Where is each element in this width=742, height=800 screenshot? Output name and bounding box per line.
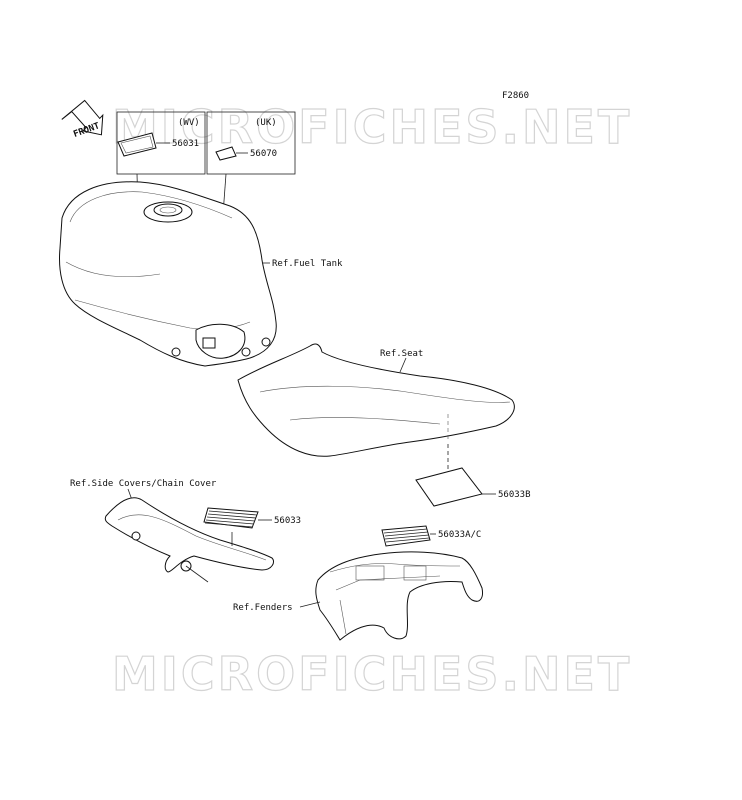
- inset-wv: (WV) 56031: [116, 111, 206, 175]
- rear-fender: [315, 551, 483, 641]
- front-arrow-icon: FRONT: [61, 99, 104, 140]
- part-56031: 56031: [172, 139, 199, 149]
- chain-cover: [104, 497, 275, 583]
- ref-seat: Ref.Seat: [380, 349, 423, 359]
- seat: [237, 343, 515, 457]
- watermark-bottom: MICROFICHES.NET: [112, 647, 632, 701]
- ref-fuel-tank: Ref.Fuel Tank: [272, 259, 343, 269]
- part-56033b: 56033B: [498, 490, 531, 500]
- inset-wv-region: (WV): [178, 118, 200, 128]
- part-56033: 56033: [274, 516, 301, 526]
- ref-fenders: Ref.Fenders: [233, 603, 293, 613]
- inset-uk-region: (UK): [255, 118, 277, 128]
- label-56033ac-icon: [381, 525, 431, 547]
- watermark-top: MICROFICHES.NET: [112, 100, 632, 154]
- part-56033ac: 56033A/C: [438, 530, 481, 540]
- inset-uk: (UK) 56070: [206, 111, 296, 175]
- figure-code: F2860: [502, 91, 529, 101]
- fuel-tank: [59, 181, 277, 367]
- part-56070: 56070: [250, 149, 277, 159]
- label-56070-icon: [215, 146, 237, 161]
- label-56033-icon: [203, 507, 259, 529]
- label-56031-icon: [117, 132, 157, 157]
- label-56033b-icon: [415, 467, 483, 507]
- ref-side-covers: Ref.Side Covers/Chain Cover: [70, 479, 217, 489]
